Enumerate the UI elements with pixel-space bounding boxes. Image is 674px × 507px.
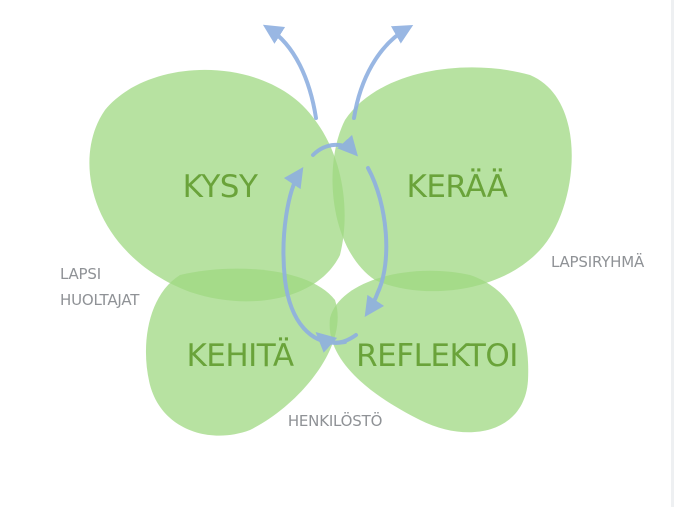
arrow-out-right <box>352 25 414 120</box>
arrows <box>262 24 414 353</box>
label-kehita: KEHITÄ <box>186 338 293 374</box>
label-huoltajat: HUOLTAJAT <box>60 291 140 309</box>
arrow-cycle-bottom <box>315 331 358 353</box>
label-keraa: KERÄÄ <box>407 169 508 205</box>
label-kysy: KYSY <box>183 169 258 205</box>
label-henkilosto: HENKILÖSTÖ <box>288 411 382 430</box>
arrow-cycle-top <box>311 134 359 157</box>
arrow-cycle-right <box>364 166 389 317</box>
label-lapsiryhma: LAPSIRYHMÄ <box>551 252 645 271</box>
wing-top-left <box>89 69 345 302</box>
label-reflektoi: REFLEKTOI <box>356 338 518 374</box>
wings <box>89 67 572 436</box>
arrow-out-left <box>262 24 318 120</box>
wing-top-right <box>332 67 572 292</box>
right-edge-divider <box>671 0 674 507</box>
label-lapsi: LAPSI <box>60 265 101 283</box>
wing-bottom-left <box>145 268 338 436</box>
